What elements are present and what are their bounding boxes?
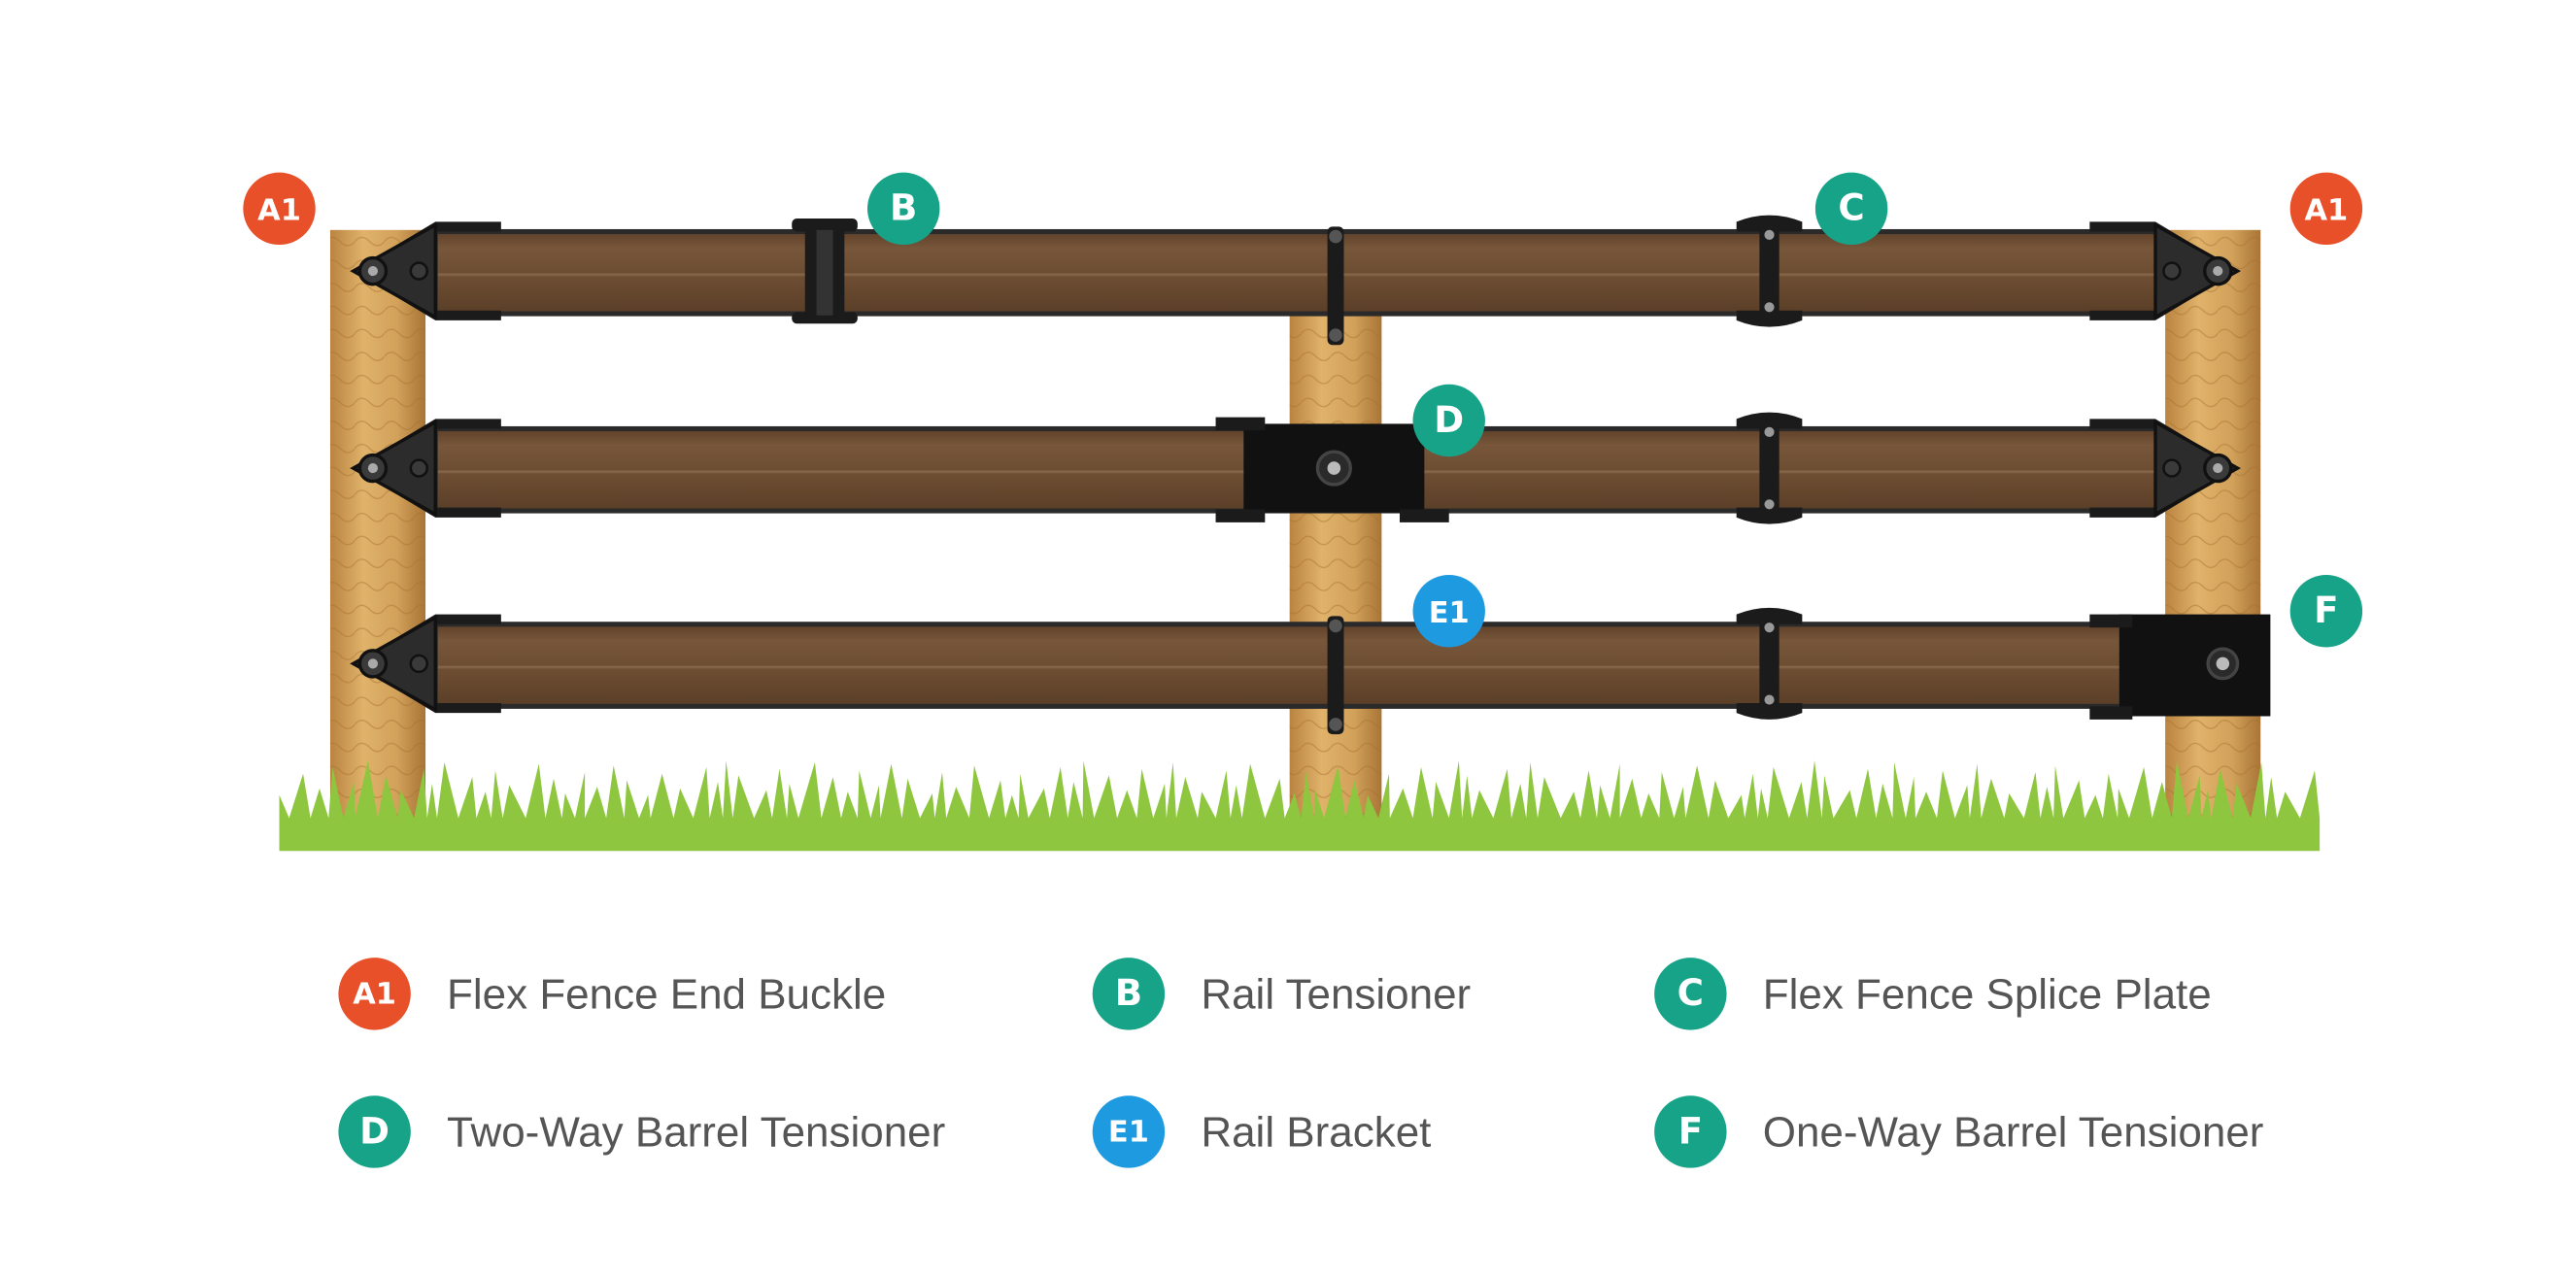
callout-c: C xyxy=(1814,172,1888,246)
legend-label: Flex Fence End Buckle xyxy=(447,968,887,1018)
hardware xyxy=(350,215,2271,735)
legend-badge: C xyxy=(1654,958,1727,1030)
callout-e1: E1 xyxy=(1412,575,1485,648)
callouts: A1 B C A1D E1 F xyxy=(243,172,2363,648)
callout-b: B xyxy=(867,172,940,246)
legend-label: Two-Way Barrel Tensioner xyxy=(447,1106,946,1156)
legend-badge: A1 xyxy=(338,958,411,1030)
legend-label: One-Way Barrel Tensioner xyxy=(1762,1106,2264,1156)
two-way-barrel-tensioner xyxy=(1215,417,1449,522)
splice-plate-bottom xyxy=(1736,607,1803,720)
callout-code: A1 xyxy=(257,194,301,228)
callout-code: F xyxy=(2314,589,2338,631)
splice-plate-top xyxy=(1736,215,1803,327)
rail-bracket-top xyxy=(1327,226,1344,346)
end-buckle-left-bottom xyxy=(350,614,501,714)
legend-badge: E1 xyxy=(1092,1095,1166,1168)
legend-item: B Rail Tensioner xyxy=(1092,956,1472,1031)
legend-label: Rail Tensioner xyxy=(1201,968,1472,1018)
callout-code: C xyxy=(1838,186,1864,229)
callout-a1-right: A1 xyxy=(2289,172,2363,246)
rail-tensioner xyxy=(792,218,858,324)
legend-item: C Flex Fence Splice Plate xyxy=(1654,956,2212,1031)
rail-bracket-bottom xyxy=(1327,616,1344,735)
legend-item: D Two-Way Barrel Tensioner xyxy=(338,1094,945,1170)
end-buckle-left-top xyxy=(350,221,501,320)
legend-badge: F xyxy=(1654,1095,1727,1168)
grass-strip xyxy=(279,760,2321,852)
callout-f: F xyxy=(2289,575,2363,648)
legend-item: F One-Way Barrel Tensioner xyxy=(1654,1094,2263,1170)
end-buckle-right-middle xyxy=(2089,419,2242,518)
legend-item: A1 Flex Fence End Buckle xyxy=(338,956,886,1031)
callout-code: B xyxy=(890,186,917,229)
legend-label: Flex Fence Splice Plate xyxy=(1762,968,2212,1018)
legend-badge: D xyxy=(338,1095,411,1168)
callout-code: D xyxy=(1434,398,1464,441)
legend-label: Rail Bracket xyxy=(1201,1106,1432,1156)
grass xyxy=(279,760,2321,852)
callout-code: A1 xyxy=(2305,194,2349,228)
one-way-barrel-tensioner xyxy=(2089,614,2271,720)
callout-d: D xyxy=(1412,384,1485,457)
callout-a1-left: A1 xyxy=(243,172,316,246)
splice-plate-middle xyxy=(1736,412,1803,524)
legend-badge: B xyxy=(1092,958,1166,1030)
end-buckle-right-top xyxy=(2089,221,2242,320)
end-buckle-left-middle xyxy=(350,419,501,518)
legend-item: E1 Rail Bracket xyxy=(1092,1094,1432,1170)
callout-code: E1 xyxy=(1429,596,1470,630)
